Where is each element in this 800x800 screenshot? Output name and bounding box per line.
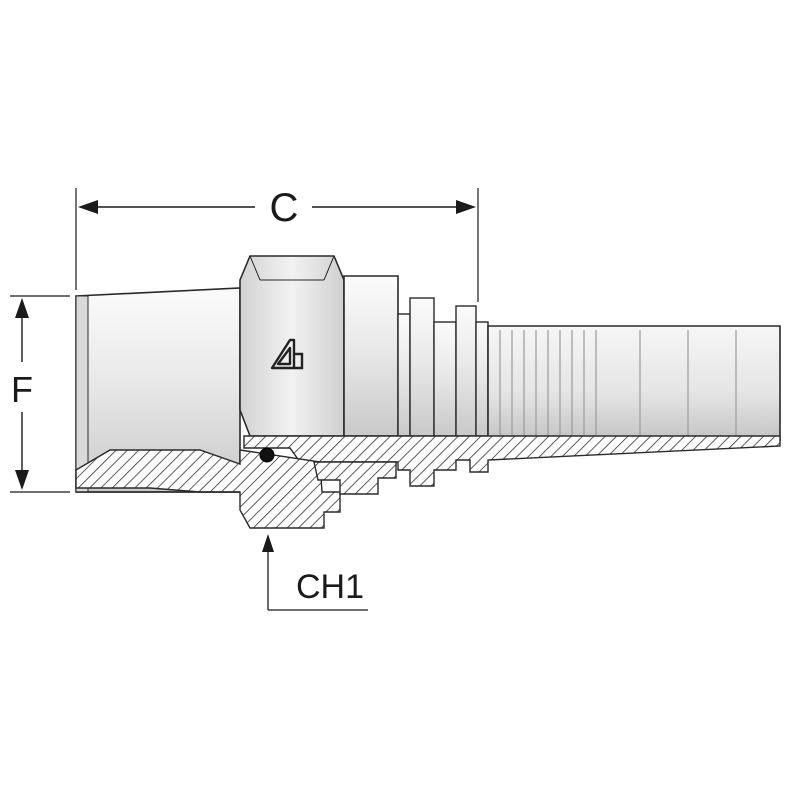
brand-logo-icon	[270, 338, 304, 370]
section-cut	[75, 435, 781, 529]
dimension-label-c: C	[270, 186, 299, 230]
collar-ring-1	[397, 313, 411, 437]
insert-section	[313, 461, 397, 495]
tail-barbs	[499, 330, 737, 436]
arrowhead-ch1-icon	[262, 534, 274, 552]
hex-ch1	[239, 255, 345, 437]
collar-ring-3	[455, 305, 477, 437]
collar-neck-2	[475, 321, 489, 437]
dimension-ch1: CH1	[262, 534, 368, 611]
arrowhead-right-icon	[456, 200, 476, 214]
arrowhead-down-icon	[15, 470, 29, 490]
arrowhead-up-icon	[15, 298, 29, 318]
mid-body	[343, 275, 399, 437]
collar-neck	[433, 321, 457, 437]
fitting-body	[75, 255, 781, 493]
dimension-label-ch1: CH1	[296, 568, 364, 606]
dimension-f: F	[10, 295, 70, 493]
front-face	[75, 295, 89, 493]
collar-ring-2	[409, 297, 435, 437]
dimension-c: C	[75, 186, 479, 302]
arrowhead-left-icon	[78, 200, 98, 214]
dimension-label-f: F	[11, 369, 33, 410]
o-ring-seal-icon	[259, 447, 275, 463]
